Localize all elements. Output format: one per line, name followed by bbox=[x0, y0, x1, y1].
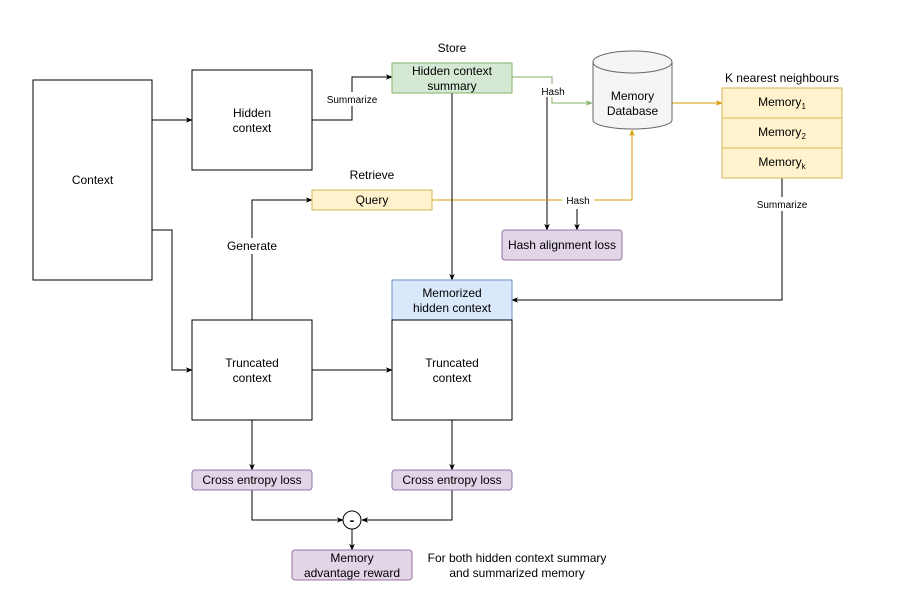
edge-query-to-database bbox=[432, 129, 635, 201]
connectors bbox=[152, 74, 783, 551]
query-label: Query bbox=[356, 193, 389, 207]
note-text: For both hidden context summary and summ… bbox=[428, 551, 607, 580]
edge-ce-left-to-minus bbox=[251, 490, 344, 523]
svg-text:Summarize: Summarize bbox=[757, 200, 808, 211]
cross-entropy-right-label: Cross entropy loss bbox=[402, 473, 501, 487]
summary-line1: Hidden context bbox=[412, 64, 493, 78]
node-knn-memories: Memory1 Memory2 Memoryk bbox=[721, 87, 843, 179]
label-store: Store bbox=[438, 41, 467, 55]
node-memory-advantage-reward: Memory advantage reward bbox=[291, 549, 413, 581]
svg-text:Generate: Generate bbox=[227, 239, 277, 253]
label-knn-title: K nearest neighbours bbox=[725, 71, 839, 85]
hash-alignment-label: Hash alignment loss bbox=[508, 238, 616, 252]
edge-context-to-truncated bbox=[152, 229, 193, 373]
node-minus-operator: - bbox=[342, 510, 362, 530]
node-cross-entropy-left: Cross entropy loss bbox=[191, 469, 313, 491]
node-hidden-context-summary: Hidden context summary bbox=[391, 62, 513, 94]
svg-text:Summarize: Summarize bbox=[327, 95, 378, 106]
node-truncated-context-left: Truncated context bbox=[191, 319, 313, 421]
truncated-right-line1: Truncated bbox=[425, 356, 479, 370]
hidden-context-line1: Hidden bbox=[233, 106, 271, 120]
node-memorized-hidden-context: Memorized hidden context bbox=[391, 279, 513, 321]
label-hash-2: Hash bbox=[562, 193, 594, 207]
node-hidden-context: Hidden context bbox=[191, 69, 313, 171]
memorized-line2: hidden context bbox=[413, 301, 492, 315]
svg-text:Hash: Hash bbox=[566, 196, 589, 207]
label-generate: Generate bbox=[220, 238, 284, 254]
node-hash-alignment-loss: Hash alignment loss bbox=[501, 229, 623, 261]
note-line1: For both hidden context summary bbox=[428, 551, 607, 565]
reward-line2: advantage reward bbox=[304, 566, 400, 580]
truncated-right-line2: context bbox=[433, 371, 472, 385]
memory-k: Memoryk bbox=[758, 155, 806, 171]
node-query: Query bbox=[311, 189, 433, 211]
svg-text:Hash: Hash bbox=[541, 87, 564, 98]
node-context: Context bbox=[32, 79, 153, 281]
edge-ce-right-to-minus bbox=[361, 490, 453, 523]
cross-entropy-left-label: Cross entropy loss bbox=[202, 473, 301, 487]
truncated-left-line1: Truncated bbox=[225, 356, 279, 370]
minus-sign: - bbox=[350, 512, 355, 528]
edge-knn-to-memorized bbox=[511, 178, 783, 303]
label-hash-1: Hash bbox=[537, 84, 569, 98]
hidden-context-line2: context bbox=[233, 121, 272, 135]
reward-line1: Memory bbox=[330, 551, 373, 565]
node-truncated-context-right: Truncated context bbox=[391, 319, 513, 421]
summary-line2: summary bbox=[427, 79, 476, 93]
node-cross-entropy-right: Cross entropy loss bbox=[391, 469, 513, 491]
database-line1: Memory bbox=[611, 89, 654, 103]
memorized-line1: Memorized bbox=[422, 286, 481, 300]
label-summarize-1: Summarize bbox=[322, 92, 382, 106]
node-memory-database: Memory Database bbox=[592, 50, 673, 130]
edge-truncated-to-query bbox=[251, 197, 313, 320]
truncated-left-line2: context bbox=[233, 371, 272, 385]
context-label: Context bbox=[72, 173, 114, 187]
memory-1: Memory1 bbox=[758, 95, 806, 111]
label-retrieve: Retrieve bbox=[350, 168, 395, 182]
memory-2: Memory2 bbox=[758, 125, 806, 141]
database-line2: Database bbox=[607, 104, 659, 118]
note-line2: and summarized memory bbox=[449, 566, 584, 580]
label-summarize-2: Summarize bbox=[752, 197, 812, 211]
